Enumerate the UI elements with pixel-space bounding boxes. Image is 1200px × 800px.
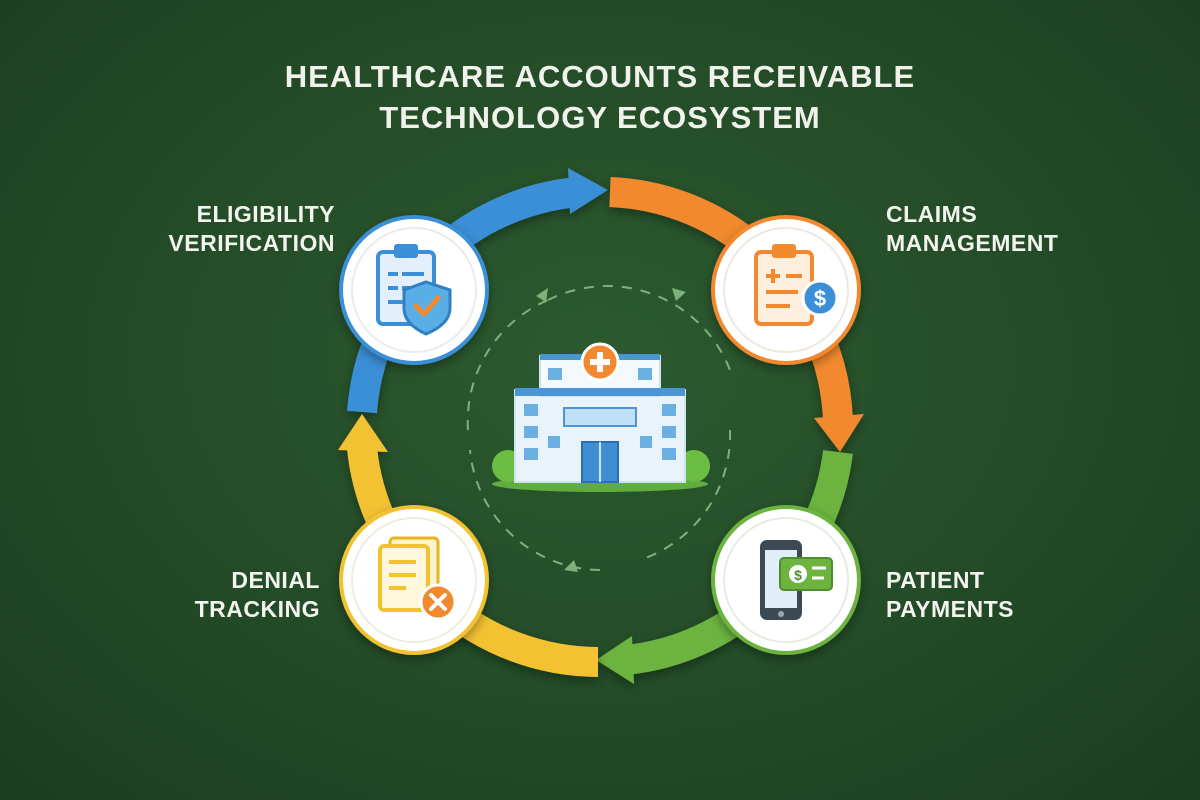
svg-text:$: $ (794, 567, 802, 583)
stage-node-patient-payments: $ (711, 505, 861, 655)
clipboard-shield-check-icon (376, 244, 452, 336)
stage-label-claims-management: CLAIMS MANAGEMENT (886, 200, 1106, 258)
stage-label-line2: TRACKING (194, 596, 320, 622)
stage-label-line1: CLAIMS (886, 201, 978, 227)
phone-payment-icon: $ (760, 540, 833, 620)
stage-node-denial-tracking (339, 505, 489, 655)
stage-node-claims-management: $ (711, 215, 861, 365)
stage-label-line2: VERIFICATION (168, 230, 335, 256)
stage-label-line2: PAYMENTS (886, 596, 1014, 622)
stage-label-line2: MANAGEMENT (886, 230, 1059, 256)
clipboard-dollar-icon: $ (754, 244, 839, 326)
stage-label-patient-payments: PATIENT PAYMENTS (886, 566, 1106, 624)
inner-dashed-cycle (466, 285, 732, 572)
stage-node-eligibility-verification (339, 215, 489, 365)
document-x-icon (378, 536, 457, 621)
svg-text:$: $ (814, 286, 826, 311)
stage-label-eligibility-verification: ELIGIBILITY VERIFICATION (130, 200, 335, 258)
stage-label-line1: ELIGIBILITY (196, 201, 335, 227)
stage-label-line1: PATIENT (886, 567, 985, 593)
stage-label-denial-tracking: DENIAL TRACKING (130, 566, 320, 624)
diagram-title-line2: TECHNOLOGY ECOSYSTEM (379, 100, 821, 135)
hospital-building-icon (492, 342, 710, 492)
diagram-title-line1: HEALTHCARE ACCOUNTS RECEIVABLE (284, 59, 916, 94)
stage-label-line1: DENIAL (231, 567, 320, 593)
